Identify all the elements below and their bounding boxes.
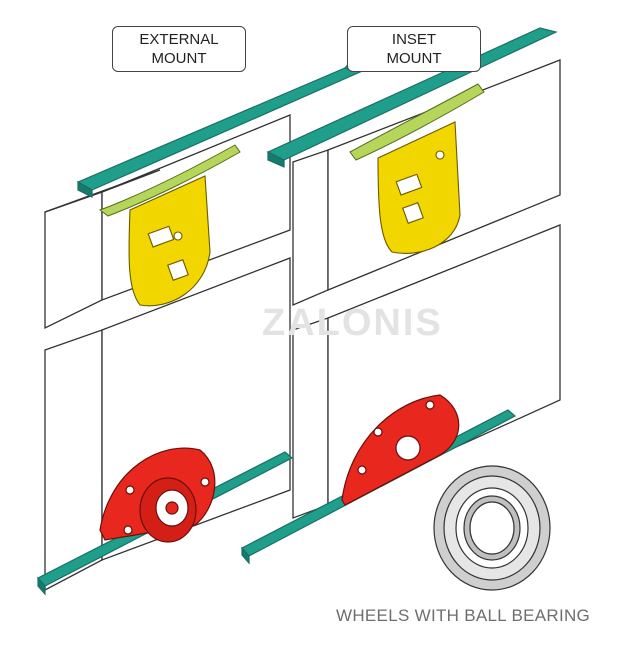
guide-plate-left <box>98 144 241 217</box>
caption: WHEELS WITH BALL BEARING <box>336 606 591 625</box>
inset-mount-line2: MOUNT <box>386 50 442 67</box>
ball-bearing <box>433 465 551 591</box>
guide-plate-right <box>349 83 485 161</box>
external-mount-label: EXTERNAL MOUNT <box>112 26 246 72</box>
wheel-left <box>99 447 216 543</box>
external-mount-line2: MOUNT <box>151 50 207 67</box>
inset-mount-label: INSET MOUNT <box>347 26 481 72</box>
watermark-logo: ZALONIS <box>262 302 443 344</box>
wheel-right <box>341 394 460 506</box>
hanger-right <box>377 121 461 254</box>
inset-mount-line1: INSET <box>391 31 437 48</box>
hanger-left <box>128 175 211 307</box>
external-mount-line1: EXTERNAL <box>139 31 219 48</box>
